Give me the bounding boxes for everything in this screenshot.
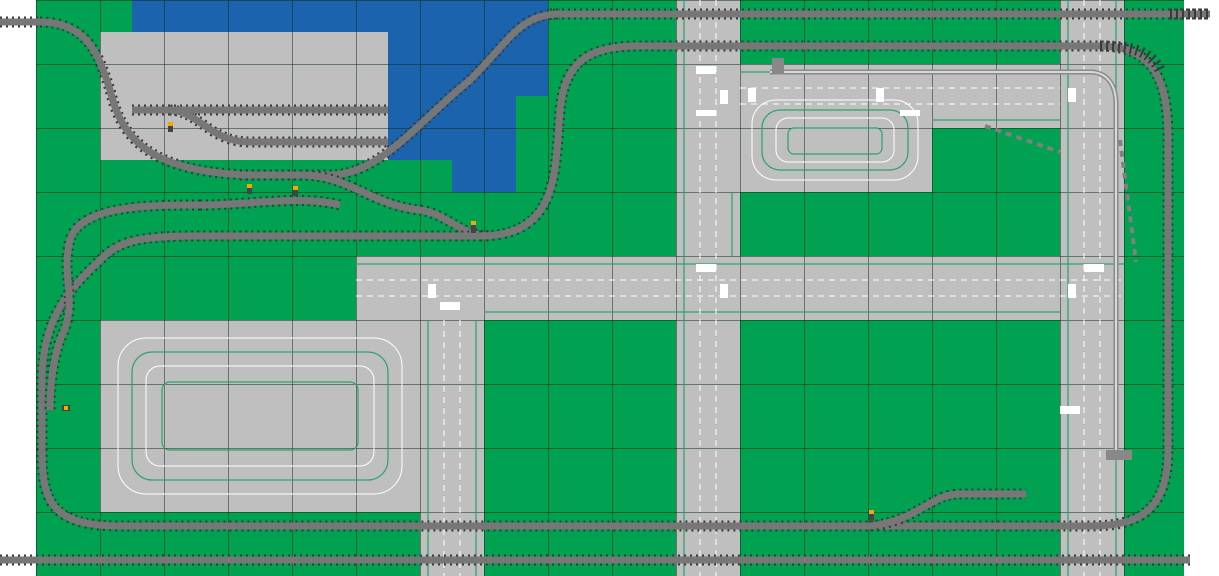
monorail-track [770,58,1138,460]
railway-signal-3 [293,186,298,196]
railway-signal-1 [168,122,173,132]
railway-signal-2 [247,184,252,194]
railway-signal-4 [471,221,476,233]
train-tracks [0,8,1210,566]
crosswalks [428,66,1104,414]
railway-signal-6 [869,510,874,520]
railway-signal-5 [62,405,70,411]
baseplate-grid [36,0,1184,576]
railway-signals [62,122,874,520]
